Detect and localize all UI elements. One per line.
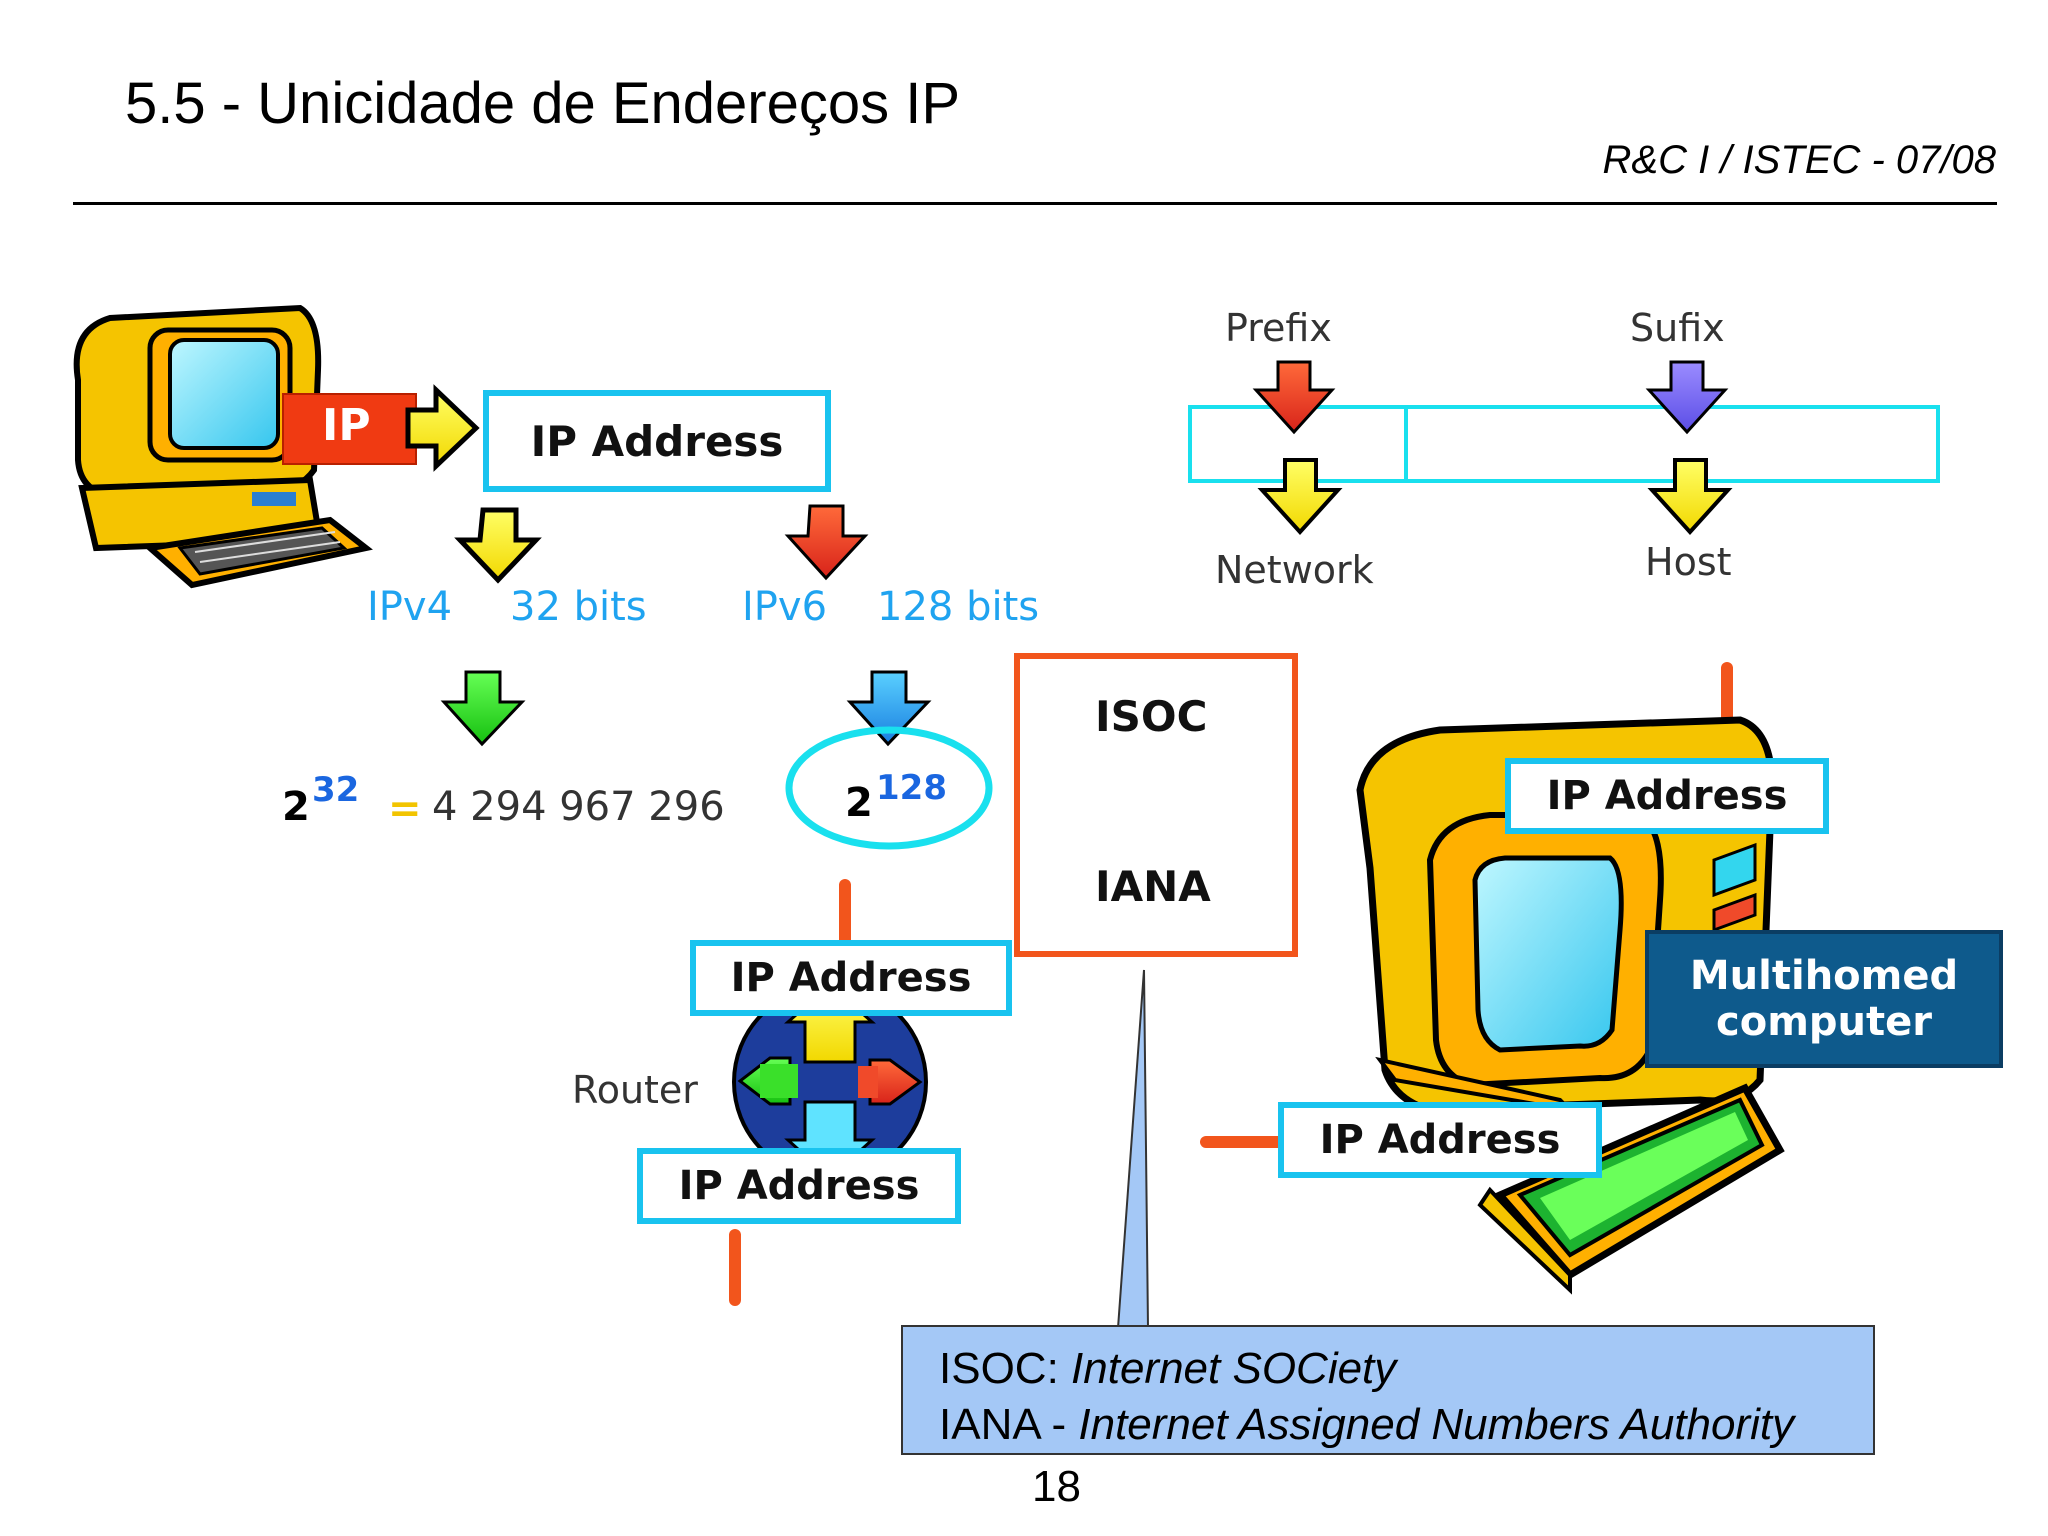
header-divider xyxy=(73,202,1997,205)
page-number: 18 xyxy=(1032,1462,1081,1511)
arrow-down-icon xyxy=(454,507,542,584)
ipv4-label: IPv4 xyxy=(367,584,453,630)
arrow-down-icon xyxy=(440,670,526,747)
arrow-right-icon xyxy=(405,384,480,472)
ip-tag-label: IP xyxy=(322,400,371,451)
note-iana-abbr: IANA - xyxy=(939,1400,1079,1449)
router-ip-address-top: IP Address xyxy=(690,940,1012,1016)
ip-address-box: IP Address xyxy=(483,390,831,492)
router-label: Router xyxy=(572,1068,698,1112)
multihomed-badge: Multihomed computer xyxy=(1645,930,2003,1068)
note-isoc-abbr: ISOC: xyxy=(939,1344,1072,1393)
iana-label: IANA xyxy=(1095,862,1211,911)
multihomed-line1: Multihomed xyxy=(1689,953,1959,999)
arrow-down-icon xyxy=(784,504,869,581)
ipv6-label: IPv6 xyxy=(742,584,828,630)
authority-box xyxy=(1014,653,1298,957)
callout-pointer xyxy=(1116,969,1150,1329)
router-ip-address-bottom: IP Address xyxy=(637,1148,961,1224)
router-icon xyxy=(732,983,928,1181)
ipv6-ellipse xyxy=(785,726,993,850)
note-iana-line: IANA - Internet Assigned Numbers Authori… xyxy=(939,1397,1873,1453)
isoc-label: ISOC xyxy=(1095,692,1208,741)
prefix-label: Prefix xyxy=(1225,306,1332,350)
note-isoc-full: Internet SOCiety xyxy=(1071,1344,1397,1393)
ipv6-power-base: 2 xyxy=(845,780,873,826)
sufix-label: Sufix xyxy=(1630,306,1725,350)
arrow-down-icon xyxy=(1645,360,1729,435)
ipv4-bits-label: 32 bits xyxy=(510,584,647,630)
ipv4-power-base: 2 xyxy=(282,784,310,830)
arrow-down-icon xyxy=(1257,458,1343,535)
equals-sign: = xyxy=(388,786,422,832)
ipv4-address-count: 4 294 967 296 xyxy=(432,784,725,830)
ipv6-power-exponent: 128 xyxy=(876,768,947,808)
arrow-down-icon xyxy=(1647,458,1733,535)
arrow-down-icon xyxy=(1252,360,1336,435)
course-label: R&C I / ISTEC - 07/08 xyxy=(1602,138,1996,182)
note-isoc-line: ISOC: Internet SOCiety xyxy=(939,1341,1873,1397)
ipv4-power-exponent: 32 xyxy=(312,770,360,810)
multihomed-ip-address-bottom: IP Address xyxy=(1278,1102,1602,1178)
host-label: Host xyxy=(1645,540,1732,584)
network-label: Network xyxy=(1215,548,1374,592)
note-iana-full: Internet Assigned Numbers Authority xyxy=(1078,1400,1795,1449)
page-title: 5.5 - Unicidade de Endereços IP xyxy=(125,71,961,136)
multihomed-line2: computer xyxy=(1716,999,1932,1045)
arrow-down-icon xyxy=(846,670,932,747)
multihomed-ip-address-top: IP Address xyxy=(1505,758,1829,834)
acronym-note: ISOC: Internet SOCiety IANA - Internet A… xyxy=(901,1325,1875,1455)
ipv6-bits-label: 128 bits xyxy=(877,584,1040,630)
